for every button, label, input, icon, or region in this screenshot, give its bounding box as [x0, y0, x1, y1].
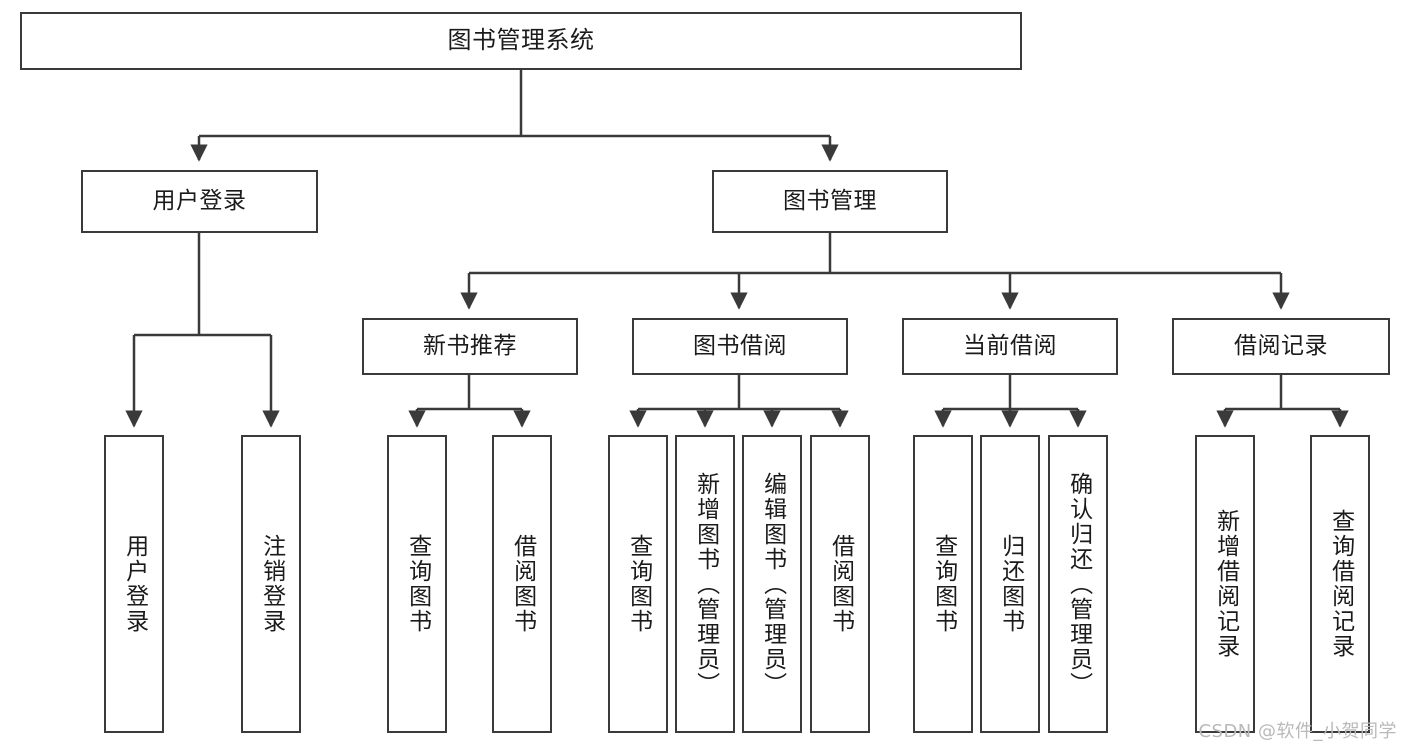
node-label: 查询图书: [404, 534, 431, 634]
leaf-edit-book[interactable]: 编辑图书（管理员）: [742, 435, 802, 733]
node-label: 借阅记录: [1234, 333, 1328, 360]
node-label: 查询借阅记录: [1327, 509, 1354, 659]
leaf-query-book-recommend[interactable]: 查询图书: [387, 435, 447, 733]
node-label: 注销登录: [258, 534, 285, 634]
node-label: 查询图书: [625, 534, 652, 634]
node-book-management[interactable]: 图书管理: [712, 170, 948, 233]
leaf-add-book[interactable]: 新增图书（管理员）: [675, 435, 735, 733]
node-root-system[interactable]: 图书管理系统: [20, 12, 1022, 70]
node-label: 新增借阅记录: [1212, 509, 1239, 659]
node-current-borrow[interactable]: 当前借阅: [902, 318, 1118, 375]
node-borrow-record[interactable]: 借阅记录: [1172, 318, 1390, 375]
node-label: 图书借阅: [693, 333, 787, 360]
node-label: 确认归还（管理员）: [1065, 471, 1092, 697]
leaf-confirm-return[interactable]: 确认归还（管理员）: [1048, 435, 1108, 733]
node-label: 归还图书: [997, 534, 1024, 634]
node-label: 图书管理: [783, 188, 877, 215]
leaf-query-borrow-record[interactable]: 查询借阅记录: [1310, 435, 1370, 733]
leaf-return-book[interactable]: 归还图书: [980, 435, 1040, 733]
leaf-user-login[interactable]: 用户登录: [104, 435, 164, 733]
node-new-book-recommend[interactable]: 新书推荐: [362, 318, 578, 375]
node-label: 编辑图书（管理员）: [759, 471, 786, 697]
node-label: 新增图书（管理员）: [692, 471, 719, 697]
node-label: 新书推荐: [423, 333, 517, 360]
node-label: 借阅图书: [509, 534, 536, 634]
node-label: 图书管理系统: [447, 26, 595, 55]
leaf-add-borrow-record[interactable]: 新增借阅记录: [1195, 435, 1255, 733]
node-label: 用户登录: [152, 188, 247, 215]
leaf-borrow-book[interactable]: 借阅图书: [810, 435, 870, 733]
node-label: 借阅图书: [827, 534, 854, 634]
node-book-borrow[interactable]: 图书借阅: [632, 318, 848, 375]
leaf-borrow-book-recommend[interactable]: 借阅图书: [492, 435, 552, 733]
node-label: 用户登录: [121, 534, 148, 634]
node-user-login[interactable]: 用户登录: [81, 170, 318, 233]
leaf-logout-login[interactable]: 注销登录: [241, 435, 301, 733]
leaf-query-book-current[interactable]: 查询图书: [913, 435, 973, 733]
watermark-text: CSDN @软件_小贺同学: [1198, 721, 1397, 742]
leaf-query-book-borrow[interactable]: 查询图书: [608, 435, 668, 733]
node-label: 当前借阅: [963, 333, 1057, 360]
node-label: 查询图书: [930, 534, 957, 634]
